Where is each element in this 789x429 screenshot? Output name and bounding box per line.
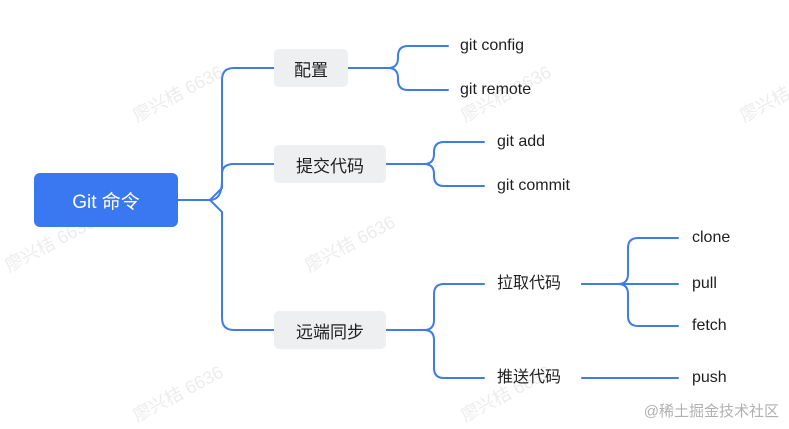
source-credit: @稀土掘金技术社区 [643, 403, 779, 420]
branch-node-remote-sync[interactable]: 远端同步 [274, 311, 386, 349]
leaf-fetch[interactable]: fetch [692, 317, 727, 334]
connector-root-branch1 [177, 67, 275, 201]
connector-config [347, 45, 449, 69]
node-pull-code[interactable]: 拉取代码 [497, 275, 562, 292]
connector-commit [385, 163, 485, 187]
branch-node-commit[interactable]: 提交代码 [274, 145, 386, 183]
connector-root-branch3 [177, 199, 275, 331]
connector-root-branch2 [177, 163, 275, 201]
branch-node-config[interactable]: 配置 [274, 49, 348, 87]
leaf-git-commit[interactable]: git commit [497, 177, 570, 194]
connector-clone [581, 237, 679, 285]
leaf-git-config[interactable]: git config [460, 37, 525, 54]
leaf-git-add[interactable]: git add [497, 133, 546, 150]
connector-fetch [581, 283, 679, 327]
connector-add [385, 141, 485, 165]
connector-pull-group [385, 283, 485, 331]
node-push-code[interactable]: 推送代码 [497, 369, 562, 386]
root-node[interactable]: Git 命令 [34, 173, 178, 227]
leaf-git-remote[interactable]: git remote [460, 81, 532, 98]
leaf-push[interactable]: push [692, 369, 727, 386]
leaf-clone[interactable]: clone [692, 229, 731, 246]
leaf-pull[interactable]: pull [692, 275, 717, 292]
connector-remote [347, 67, 449, 91]
connector-push-group [385, 329, 485, 379]
